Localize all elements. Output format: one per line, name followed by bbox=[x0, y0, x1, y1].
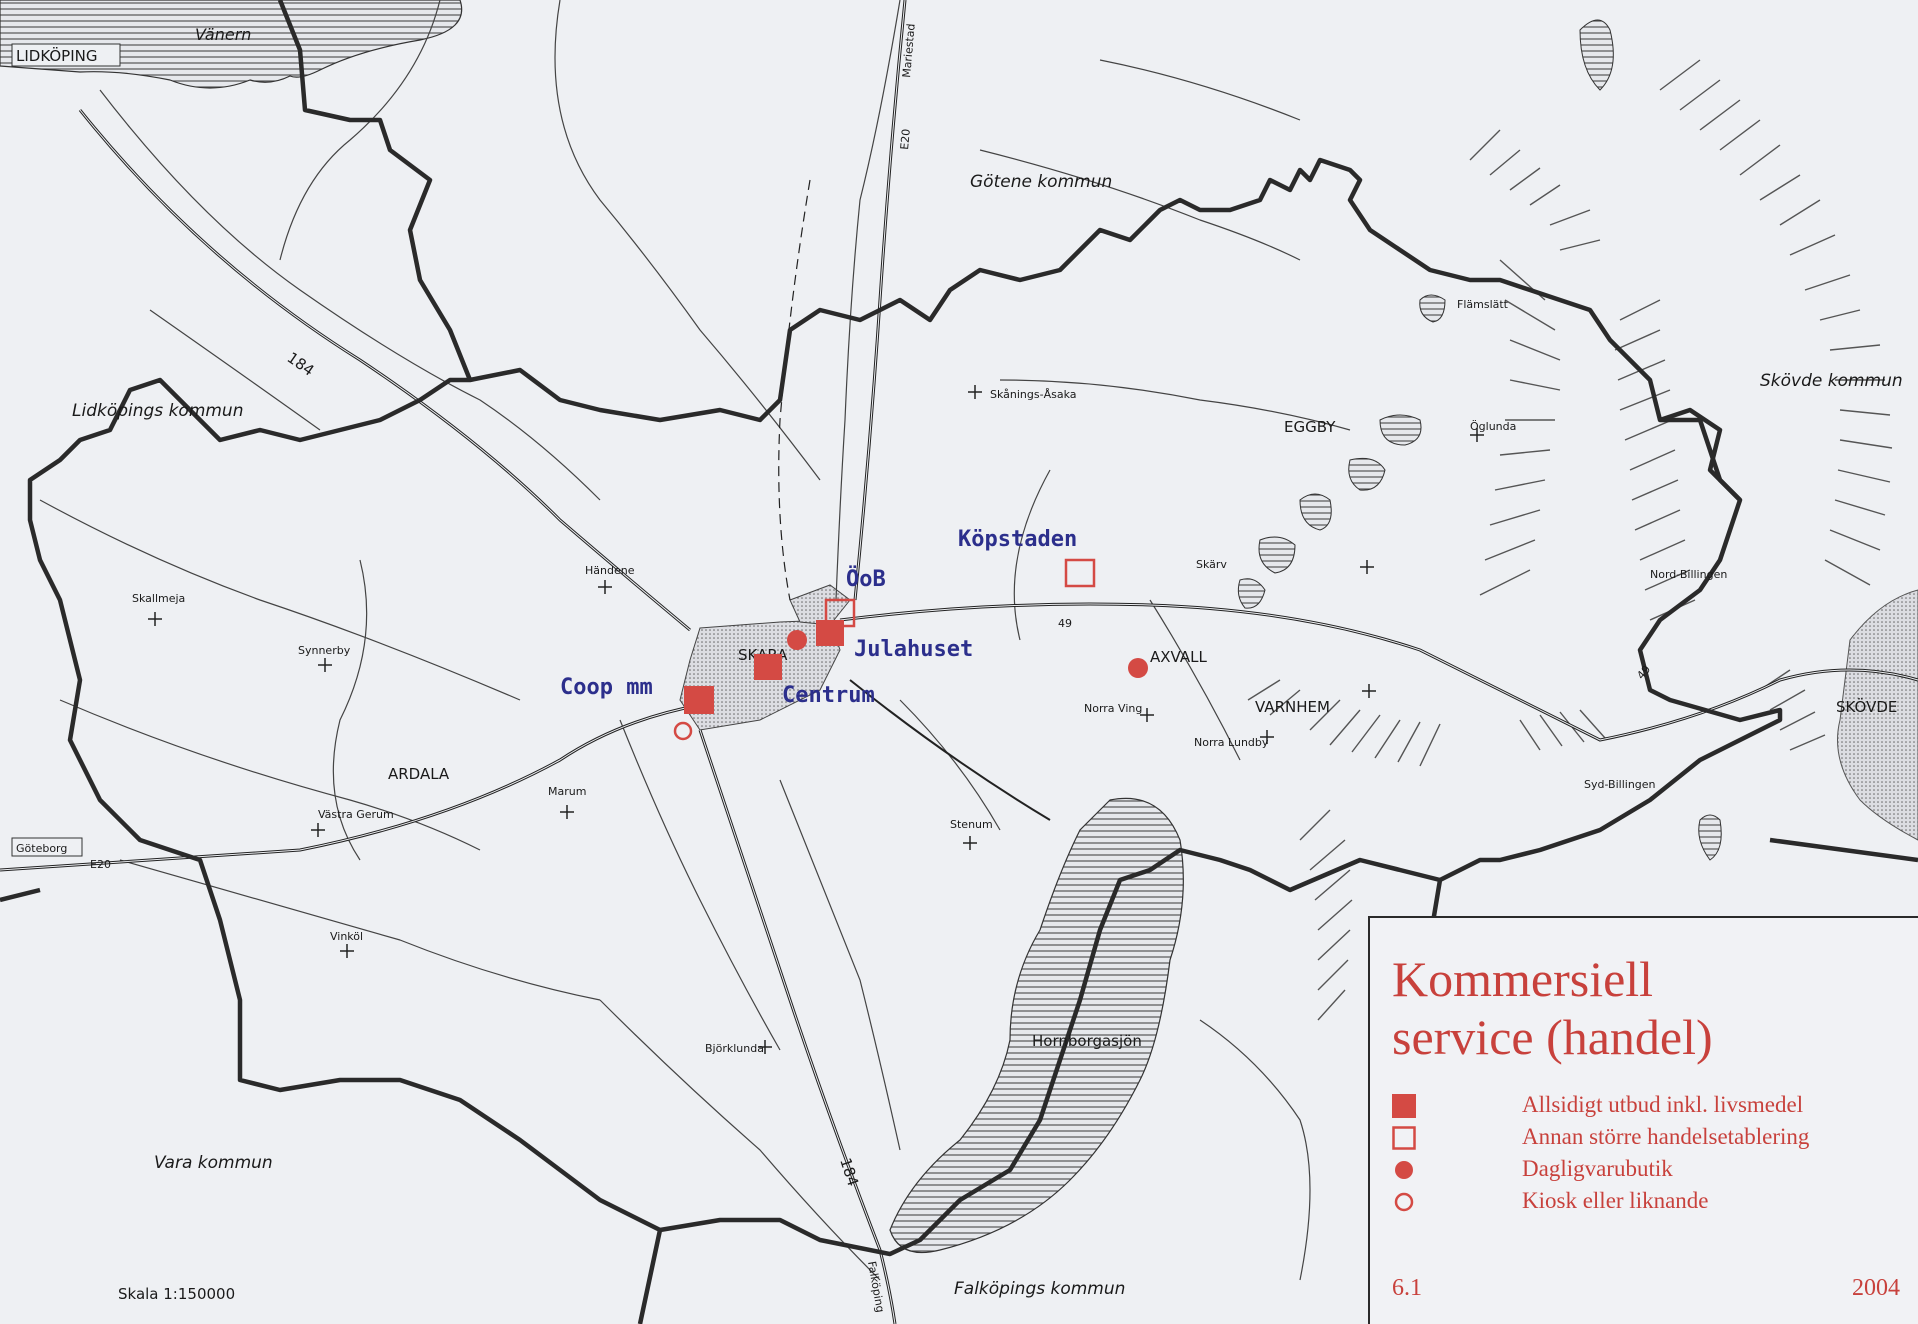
label-hornborgasjon: Hornborgasjön bbox=[1032, 1032, 1142, 1050]
legend-label: Kiosk eller liknande bbox=[1522, 1188, 1709, 1213]
label-vastra-gerum: Västra Gerum bbox=[318, 808, 394, 821]
label-flamslatt: Flämslätt bbox=[1457, 298, 1509, 311]
label-lidkoping: LIDKÖPING bbox=[16, 46, 97, 65]
billingen-hachures bbox=[1247, 59, 1893, 1021]
municipality-labels: Götene kommun Lidköpings kommun Skövde k… bbox=[72, 172, 1903, 1299]
store-markers bbox=[673, 558, 1148, 741]
label-road-mariestad: Mariestad bbox=[900, 23, 918, 78]
label-norra-lundby: Norra Lundby bbox=[1194, 736, 1269, 749]
open-circle-icon bbox=[1394, 1192, 1414, 1212]
label-oob: ÖoB bbox=[846, 566, 886, 592]
legend-title-line1: Kommersiell bbox=[1392, 951, 1654, 1007]
church-crosses bbox=[148, 385, 1484, 1054]
label-falkopings-kommun: Falköpings kommun bbox=[954, 1279, 1125, 1299]
label-oglunda: Öglunda bbox=[1470, 420, 1516, 433]
marker-allsidigt-julahuset[interactable] bbox=[816, 620, 844, 646]
label-stenum: Stenum bbox=[950, 818, 993, 831]
marker-allsidigt-coop[interactable] bbox=[684, 686, 714, 714]
label-goteborg: Göteborg bbox=[16, 842, 67, 855]
urban-skara-north bbox=[789, 584, 851, 626]
marker-handel-oob[interactable] bbox=[824, 598, 856, 628]
label-marum: Marum bbox=[548, 785, 586, 798]
label-road-e20-west: E20 bbox=[90, 858, 111, 871]
legend-title-line2: service (handel) bbox=[1392, 1009, 1713, 1065]
legend-item-dagligvaru: Dagligvarubutik bbox=[1392, 1154, 1912, 1184]
open-square-icon bbox=[1392, 1126, 1416, 1150]
label-coop: Coop mm bbox=[560, 675, 653, 700]
label-road-49-west: 49 bbox=[1058, 617, 1072, 630]
label-syd-billingen: Syd-Billingen bbox=[1584, 778, 1656, 791]
label-skarings-asaka: Skånings-Åsaka bbox=[990, 388, 1077, 401]
lake-hornborgasjon bbox=[889, 797, 1184, 1254]
label-skarv: Skärv bbox=[1196, 558, 1227, 571]
filled-square-icon bbox=[1392, 1094, 1416, 1118]
map-year: 2004 bbox=[1852, 1275, 1900, 1301]
scale-label: Skala 1:150000 bbox=[118, 1285, 235, 1303]
label-synnerby: Synnerby bbox=[298, 644, 351, 657]
legend-item-kiosk: Kiosk eller liknande bbox=[1392, 1186, 1912, 1216]
label-skallmeja: Skallmeja bbox=[132, 592, 185, 605]
label-julahuset: Julahuset bbox=[854, 637, 973, 662]
filled-circle-icon bbox=[1395, 1161, 1413, 1179]
label-kopstaden: Köpstaden bbox=[958, 527, 1077, 552]
urban-skovde bbox=[1837, 589, 1918, 841]
label-nord-billingen: Nord-Billingen bbox=[1650, 568, 1727, 581]
label-lidkopings-kommun: Lidköpings kommun bbox=[72, 401, 244, 421]
label-skovde-kommun: Skövde kommun bbox=[1760, 371, 1903, 391]
legend-panel: Kommersiell service (handel) Allsidigt u… bbox=[1368, 916, 1918, 1324]
marker-dagligvaru-skara[interactable] bbox=[787, 630, 807, 650]
label-varnhem: VARNHEM bbox=[1255, 698, 1330, 716]
label-road-e20-north: E20 bbox=[898, 128, 913, 150]
legend-item-annan-handel: Annan större handelsetablering bbox=[1392, 1122, 1912, 1152]
legend-label: Dagligvarubutik bbox=[1522, 1156, 1673, 1181]
marker-handel-kopstaden[interactable] bbox=[1064, 558, 1096, 588]
label-eggby: EGGBY bbox=[1284, 418, 1336, 436]
label-handene: Händene bbox=[585, 564, 635, 577]
label-skovde: SKÖVDE bbox=[1836, 697, 1897, 716]
label-gotene-kommun: Götene kommun bbox=[970, 172, 1112, 192]
legend-item-allsidigt: Allsidigt utbud inkl. livsmedel bbox=[1392, 1090, 1912, 1120]
map-number: 6.1 bbox=[1392, 1275, 1422, 1301]
marker-dagligvaru-axvall[interactable] bbox=[1128, 658, 1148, 678]
legend-label: Allsidigt utbud inkl. livsmedel bbox=[1522, 1092, 1804, 1117]
label-centrum: Centrum bbox=[782, 683, 875, 708]
marker-allsidigt-centrum[interactable] bbox=[754, 654, 782, 680]
label-bjorklunda: Björklunda bbox=[705, 1042, 764, 1055]
label-vanern: Vänern bbox=[195, 25, 251, 44]
small-lakes bbox=[1237, 19, 1722, 861]
minor-roads bbox=[39, 0, 1351, 1281]
label-ardala: ARDALA bbox=[388, 765, 450, 783]
store-labels: ÖoB Köpstaden Julahuset Coop mm Centrum bbox=[560, 527, 1077, 708]
label-vara-kommun: Vara kommun bbox=[154, 1153, 273, 1173]
marker-kiosk[interactable] bbox=[673, 721, 693, 741]
label-axvall: AXVALL bbox=[1150, 648, 1207, 666]
label-vinkol: Vinköl bbox=[330, 930, 363, 943]
legend-label: Annan större handelsetablering bbox=[1522, 1124, 1810, 1149]
place-labels: LIDKÖPING Vänern SKARA EGGBY AXVALL VARN… bbox=[11, 25, 1897, 1055]
label-norra-ving: Norra Ving bbox=[1084, 702, 1142, 715]
